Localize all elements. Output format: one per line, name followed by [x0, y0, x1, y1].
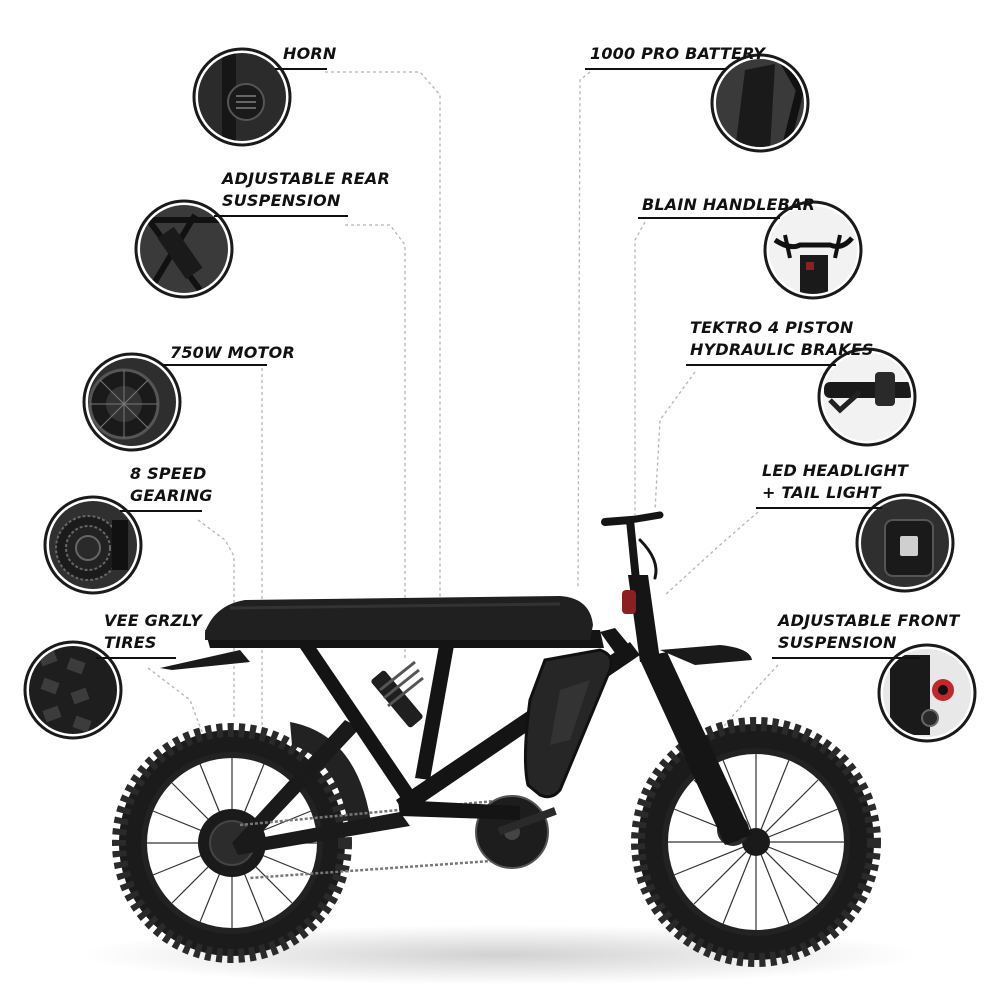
label-front-suspension-line1: ADJUSTABLE FRONT [778, 611, 960, 630]
label-gearing: 8 SPEED GEARING [130, 463, 213, 507]
label-front-suspension-underline [772, 657, 920, 659]
rear-shock [371, 660, 424, 728]
label-tires-underline [96, 657, 176, 659]
label-lights-line2: + TAIL LIGHT [762, 483, 881, 502]
label-tires-line1: VEE GRZLY [104, 611, 202, 630]
label-gearing-line2: GEARING [130, 486, 213, 505]
label-rear-suspension-line1: ADJUSTABLE REAR [222, 169, 391, 188]
label-horn-line1: HORN [283, 44, 337, 63]
inset-circles [23, 47, 977, 743]
label-handlebar-underline [638, 217, 780, 219]
inset-battery [710, 53, 810, 153]
label-lights-underline [756, 507, 882, 509]
label-front-suspension-line2: SUSPENSION [778, 633, 897, 652]
label-brakes-line2: HYDRAULIC BRAKES [690, 340, 874, 359]
label-battery: 1000 PRO BATTERY [590, 43, 765, 65]
label-brakes-underline [686, 364, 836, 366]
inset-lights [855, 493, 955, 593]
label-rear-suspension: ADJUSTABLE REAR SUSPENSION [222, 168, 390, 212]
label-motor-underline [162, 364, 267, 366]
label-front-suspension: ADJUSTABLE FRONT SUSPENSION [778, 610, 959, 654]
label-brakes-line1: TEKTRO 4 PISTON [690, 318, 854, 337]
inset-brakes [817, 347, 917, 447]
label-gearing-underline [120, 510, 202, 512]
label-brakes: TEKTRO 4 PISTON HYDRAULIC BRAKES [690, 317, 874, 361]
label-handlebar: BLAIN HANDLEBAR [642, 194, 815, 216]
label-lights: LED HEADLIGHT + TAIL LIGHT [762, 460, 908, 504]
label-gearing-line1: 8 SPEED [130, 464, 207, 483]
ebike [112, 511, 881, 967]
label-lights-line1: LED HEADLIGHT [762, 461, 909, 480]
inset-tires [23, 640, 123, 740]
label-tires: VEE GRZLY TIRES [104, 610, 202, 654]
inset-handlebar [763, 200, 863, 300]
inset-motor [82, 352, 182, 452]
label-battery-line1: 1000 PRO BATTERY [590, 44, 766, 63]
label-handlebar-line1: BLAIN HANDLEBAR [642, 195, 816, 214]
inset-horn [192, 47, 292, 147]
inset-rear-suspension [134, 199, 234, 299]
label-rear-suspension-underline [214, 215, 348, 217]
label-motor: 750W MOTOR [170, 342, 295, 364]
seat [205, 596, 593, 640]
label-battery-underline [585, 68, 727, 70]
inset-front-suspension [877, 643, 977, 743]
inset-gearing [43, 495, 143, 595]
leader-lines [147, 71, 779, 840]
label-tires-line2: TIRES [104, 633, 157, 652]
label-horn: HORN [283, 43, 337, 65]
label-motor-line1: 750W MOTOR [170, 343, 295, 362]
label-rear-suspension-line2: SUSPENSION [222, 191, 341, 210]
front-wheel [631, 717, 881, 967]
label-horn-underline [275, 68, 327, 70]
